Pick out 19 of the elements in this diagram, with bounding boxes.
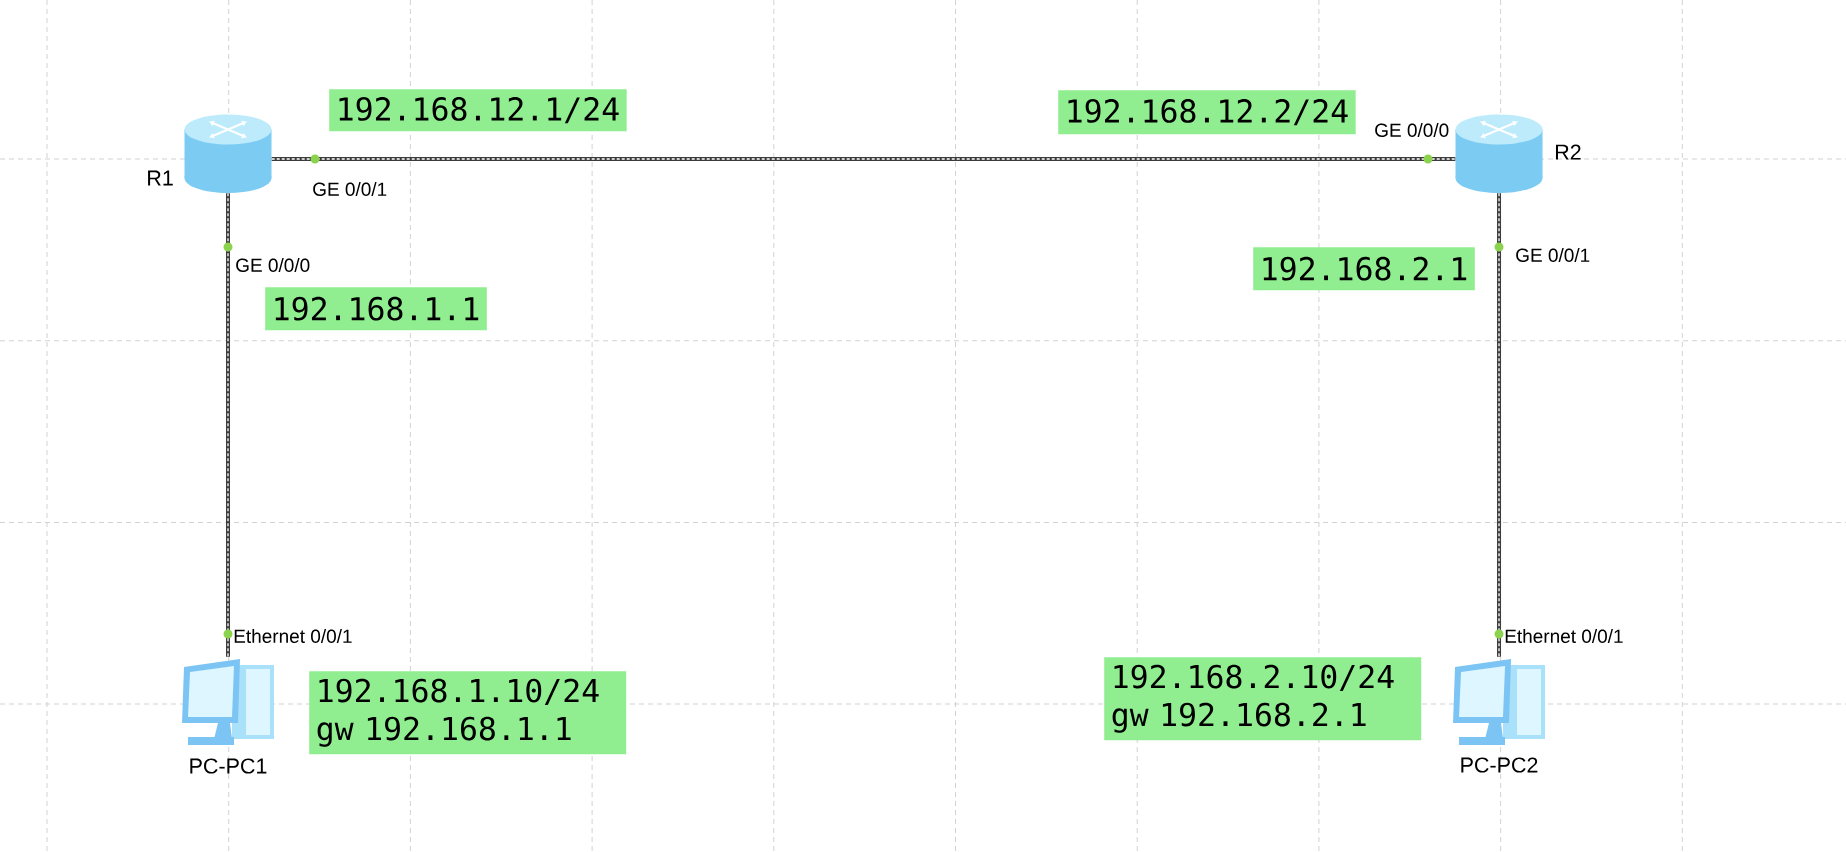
port-label: GE 0/0/1: [1516, 248, 1590, 262]
port-label: GE 0/0/0: [1375, 123, 1449, 137]
port-label: Ethernet 0/0/1: [234, 629, 352, 643]
device-label: R1: [148, 170, 173, 186]
device-label: PC-PC2: [1461, 757, 1538, 773]
address-box: 192.168.2.1: [1253, 247, 1475, 291]
address-box: 192.168.12.1/24: [329, 89, 627, 132]
device-label: PC-PC1: [190, 758, 267, 774]
port-label: GE 0/0/1: [313, 182, 387, 196]
address-box: 192.168.2.10/24 gw 192.168.2.1: [1104, 657, 1422, 741]
cable-line: [226, 192, 230, 658]
cable-line: [1497, 192, 1501, 658]
port-label: GE 0/0/0: [236, 258, 310, 272]
port-label: Ethernet 0/0/1: [1505, 629, 1623, 643]
address-box: 192.168.1.10/24 gw 192.168.1.1: [309, 671, 627, 755]
address-box: 192.168.12.2/24: [1058, 90, 1356, 135]
cable-line: [271, 157, 1456, 161]
device-label: R2: [1556, 144, 1581, 160]
address-box: 192.168.1.1: [265, 287, 487, 331]
